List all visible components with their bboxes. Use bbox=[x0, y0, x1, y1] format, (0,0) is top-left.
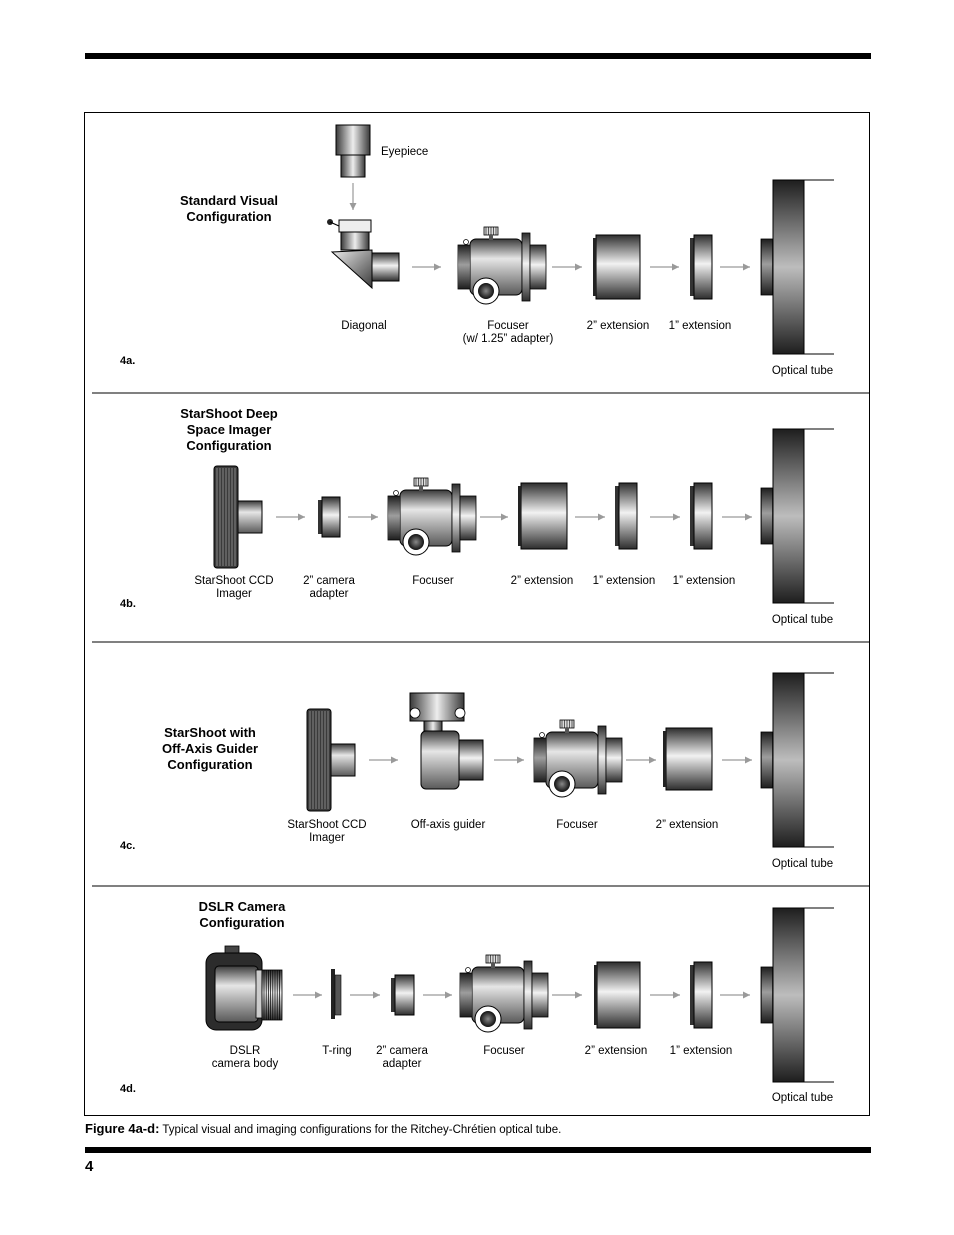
camera-adapter-drawing-b bbox=[318, 496, 341, 538]
ext2-label-d: 2” extension bbox=[584, 1045, 648, 1057]
ext1b-drawing-b bbox=[690, 482, 713, 550]
ext1a-label-b: 1” extension bbox=[592, 575, 656, 587]
focuser-label-b: Focuser bbox=[412, 575, 454, 587]
optical-tube-label-c: Optical tube bbox=[771, 858, 834, 870]
eyepiece-drawing bbox=[335, 124, 371, 178]
ext1-label-a: 1” extension bbox=[668, 320, 732, 332]
focuser-label-a: Focuser(w/ 1.25” adapter) bbox=[462, 320, 554, 345]
panel-tag-d: 4d. bbox=[120, 1083, 136, 1095]
ext1a-drawing-b bbox=[615, 482, 638, 550]
focuser-drawing-d bbox=[459, 954, 549, 1033]
off-axis-guider-drawing bbox=[409, 692, 484, 790]
tring-label: T-ring bbox=[322, 1045, 352, 1057]
optical-tube-drawing-a bbox=[760, 179, 834, 355]
optical-tube-drawing-c bbox=[760, 672, 834, 848]
focuser-drawing-b bbox=[387, 477, 477, 556]
caption-label: Figure 4a-d: bbox=[85, 1121, 160, 1136]
figure-frame bbox=[84, 112, 870, 1116]
eyepiece-label: Eyepiece bbox=[381, 146, 429, 158]
diagonal-drawing bbox=[327, 219, 400, 290]
optical-tube-drawing-b bbox=[760, 428, 834, 604]
optical-tube-label-a: Optical tube bbox=[771, 365, 834, 377]
focuser-drawing-a bbox=[457, 226, 547, 305]
optical-tube-drawing-d bbox=[760, 907, 834, 1083]
bottom-rule bbox=[85, 1147, 871, 1153]
panel-tag-a: 4a. bbox=[120, 355, 136, 367]
panel-tag-c: 4c. bbox=[120, 840, 136, 852]
figure-caption: Figure 4a-d: Typical visual and imaging … bbox=[85, 1121, 561, 1136]
dslr-drawing bbox=[205, 945, 283, 1031]
off-axis-guider-label: Off-axis guider bbox=[410, 819, 486, 831]
optical-tube-label-d: Optical tube bbox=[771, 1092, 834, 1104]
tring-drawing bbox=[331, 969, 342, 1019]
ext2-drawing-c bbox=[663, 727, 713, 791]
optical-tube-label-b: Optical tube bbox=[771, 614, 834, 626]
camera-adapter-drawing-d bbox=[391, 974, 415, 1016]
ext2-label-c: 2” extension bbox=[655, 819, 719, 831]
component-drawings bbox=[205, 124, 834, 1083]
ext2-label-b: 2” extension bbox=[510, 575, 574, 587]
ccd-imager-drawing-b bbox=[213, 465, 263, 569]
ext2-label-a: 2” extension bbox=[586, 320, 650, 332]
diagonal-label: Diagonal bbox=[341, 320, 387, 332]
focuser-label-d: Focuser bbox=[483, 1045, 525, 1057]
focuser-drawing-c bbox=[533, 719, 623, 798]
ext1b-label-b: 1” extension bbox=[672, 575, 736, 587]
ext1-drawing-a bbox=[690, 234, 713, 300]
caption-text: Typical visual and imaging configuration… bbox=[162, 1124, 562, 1136]
top-rule bbox=[85, 53, 871, 59]
ccd-imager-drawing-c bbox=[306, 708, 356, 812]
focuser-label-c: Focuser bbox=[556, 819, 598, 831]
panel-tag-b: 4b. bbox=[120, 598, 136, 610]
ext1-drawing-d bbox=[690, 961, 713, 1029]
page-number: 4 bbox=[85, 1158, 94, 1175]
ext2-drawing-a bbox=[593, 234, 641, 300]
ext2-drawing-d bbox=[594, 961, 641, 1029]
ext2-drawing-b bbox=[518, 482, 568, 550]
ext1-label-d: 1” extension bbox=[669, 1045, 733, 1057]
